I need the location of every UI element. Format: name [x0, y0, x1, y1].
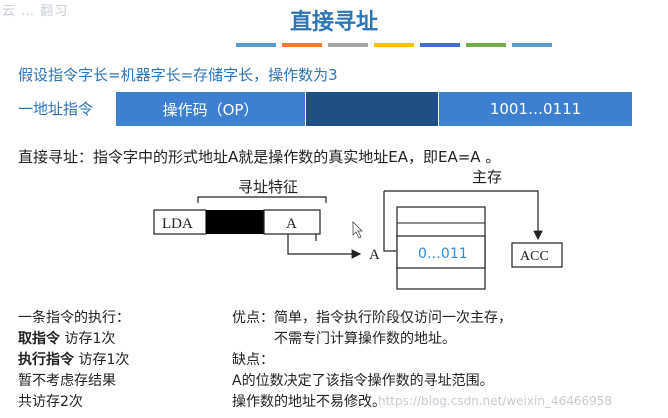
a-box	[263, 209, 321, 235]
pros-line-1: 优点：简单，指令执行阶段仅访问一次主存，	[232, 310, 512, 326]
stripe-3	[374, 43, 414, 47]
cons-line-2: 操作数的地址不易修改。	[232, 394, 386, 410]
execution-notes: 一条指令的执行： 取指令 访存1次 执行指令 访存1次 暂不考虑存结果 共访存2…	[18, 308, 130, 413]
title-underline-stripes	[236, 43, 552, 47]
acc-box	[511, 242, 563, 268]
addressing-mode-field	[305, 92, 438, 126]
feature-black-box	[206, 210, 264, 234]
watermark-top-left: 云 … 翻习	[2, 4, 69, 19]
direct-addressing-definition: 直接寻址：指令字中的形式地址A就是操作数的真实地址EA，即EA=A 。	[18, 148, 501, 166]
acc-arrow	[520, 190, 543, 241]
direct-addressing-diagram: 寻址特征 LDA A A 主存 0…011 ACC	[148, 165, 566, 293]
stripe-4	[420, 43, 460, 47]
pros-cons-notes: 优点：简单，指令执行阶段仅访问一次主存， 不需专门计算操作数的地址。 缺点： A…	[232, 308, 512, 413]
exec-line: 执行指令 访存1次	[18, 350, 130, 371]
total-access-note: 共访存2次	[18, 394, 83, 410]
stripe-2	[328, 43, 368, 47]
execution-heading: 一条指令的执行：	[18, 310, 130, 326]
a-text: A	[286, 216, 297, 232]
mouse-cursor-icon	[352, 221, 363, 239]
instruction-format-bar: 操作码（OP） 1001…0111	[116, 92, 632, 126]
feature-label: 寻址特征	[238, 179, 298, 196]
fetch-detail: 访存1次	[60, 331, 116, 347]
no-store-note: 暂不考虑存结果	[18, 373, 116, 389]
memory-access-arrow	[383, 190, 520, 252]
acc-text: ACC	[520, 249, 549, 264]
stripe-6	[512, 43, 552, 47]
address-field: 1001…0111	[438, 92, 632, 126]
stripe-5	[466, 43, 506, 47]
watermark-bottom-right: https://blog.csdn.net/weixin_46466958	[378, 394, 613, 408]
cons-line-1: A的位数决定了该指令操作数的寻址范围。	[232, 373, 494, 389]
arrow-target-a: A	[369, 247, 380, 263]
pros-line-2: 不需专门计算操作数的地址。	[232, 331, 456, 347]
a-connector	[287, 234, 360, 254]
memory-cell-value: 0…011	[418, 246, 468, 262]
memory-label: 主存	[472, 169, 502, 186]
fetch-label: 取指令	[18, 331, 60, 347]
one-address-instruction-label: 一地址指令	[18, 100, 94, 118]
stripe-0	[236, 43, 276, 47]
stripe-1	[282, 43, 322, 47]
feature-bracket	[197, 196, 327, 203]
cons-heading: 缺点：	[232, 352, 274, 368]
exec-detail: 访存1次	[74, 352, 130, 368]
opcode-field: 操作码（OP）	[116, 92, 305, 126]
fetch-line: 取指令 访存1次	[18, 329, 130, 350]
lda-text: LDA	[162, 216, 193, 232]
premise-text: 假设指令字长=机器字长=存储字长，操作数为3	[18, 66, 338, 84]
exec-label: 执行指令	[18, 352, 74, 368]
slide-title: 直接寻址	[289, 10, 378, 35]
memory-cell	[396, 235, 486, 269]
